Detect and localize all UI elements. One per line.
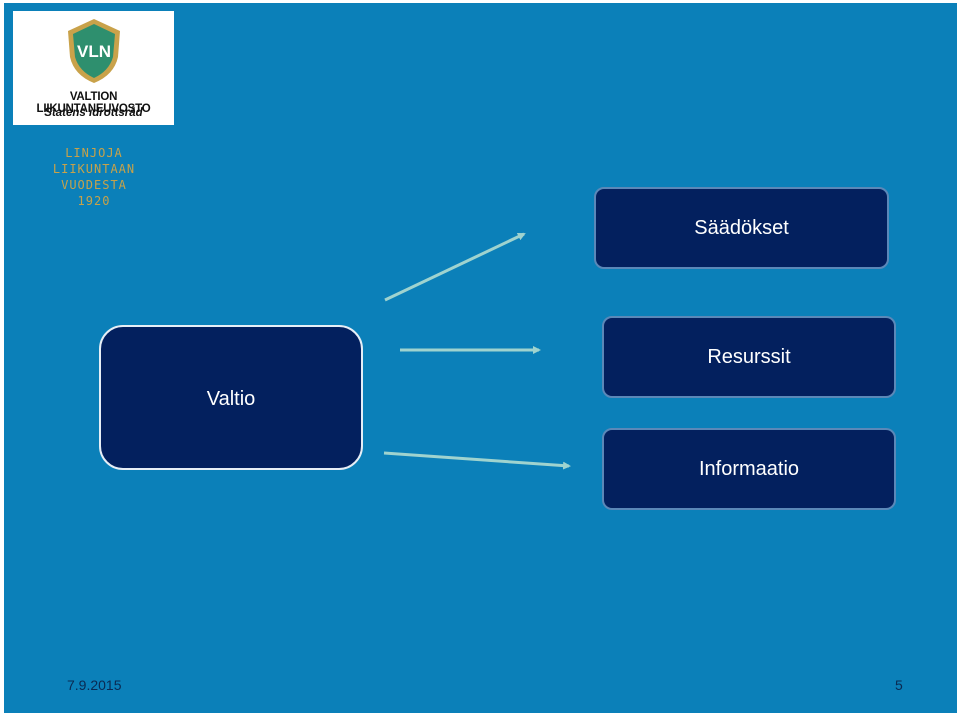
- logo-title: VALTION LIIKUNTANEUVOSTO: [36, 91, 151, 115]
- logo-subtitle: Statens idrottsråd: [44, 107, 143, 119]
- tagline-line: 1920: [77, 194, 111, 208]
- arrows: [383, 232, 571, 470]
- box-resurssit: Resurssit: [602, 316, 896, 398]
- logo-badge-text: VLN: [77, 42, 111, 61]
- box-valtio-label: Valtio: [206, 388, 256, 410]
- vln-logo: VLN VALTION LIIKUNTANEUVOSTO Statens idr…: [13, 11, 174, 125]
- tagline-line: LIIKUNTAAN: [52, 162, 136, 176]
- box-informaatio: Informaatio: [602, 428, 896, 510]
- slide: VLN VALTION LIIKUNTANEUVOSTO Statens idr…: [4, 3, 957, 713]
- box-resurssit-label: Resurssit: [707, 346, 791, 368]
- box-saadokset-label: Säädökset: [694, 217, 789, 239]
- arrow-to-saadokset: [384, 232, 526, 302]
- arrow-to-informaatio: [383, 451, 571, 470]
- box-valtio: Valtio: [99, 325, 363, 470]
- footer-date: 7.9.2015: [67, 677, 122, 693]
- page-number: 5: [895, 677, 903, 693]
- tagline-line: VUODESTA: [61, 178, 127, 192]
- box-informaatio-label: Informaatio: [698, 458, 800, 480]
- tagline: LINJOJA LIIKUNTAAN VUODESTA 1920: [48, 145, 140, 209]
- tagline-line: LINJOJA: [65, 146, 123, 160]
- shield-icon: VLN: [68, 19, 120, 83]
- box-saadokset: Säädökset: [594, 187, 889, 269]
